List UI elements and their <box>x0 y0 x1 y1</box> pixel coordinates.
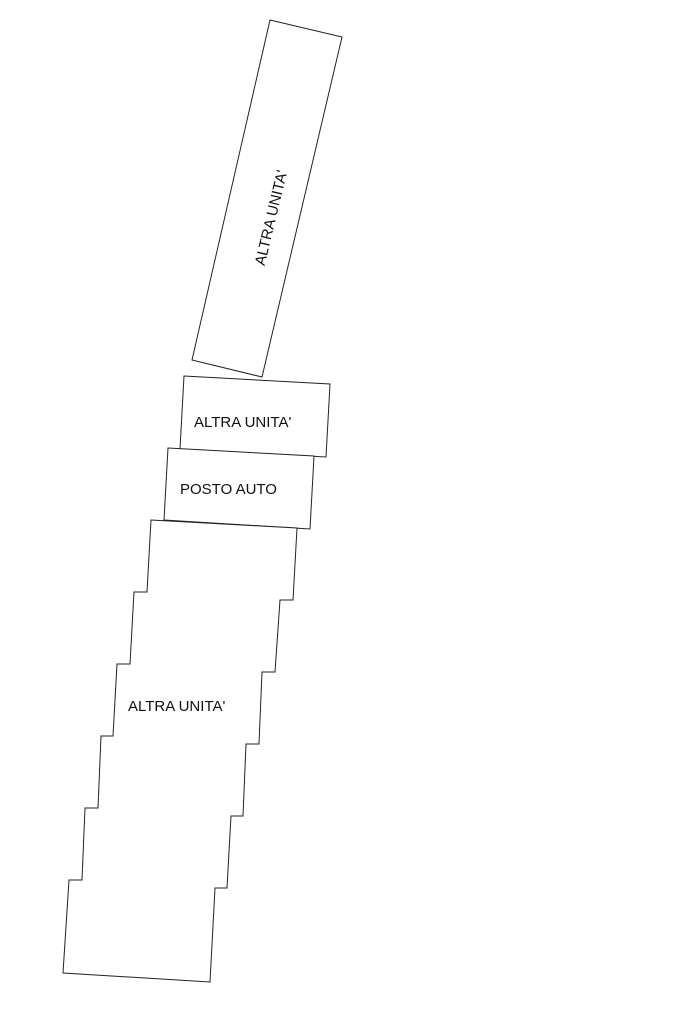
unit-posto-auto-label: POSTO AUTO <box>180 481 277 498</box>
unit-altra-top-outline <box>191 19 343 378</box>
unit-altra-top: ALTRA UNITA' <box>191 19 343 378</box>
unit-altra-middle: ALTRA UNITA' <box>179 375 331 458</box>
unit-posto-auto-outline <box>163 447 315 530</box>
unit-altra-bottom: ALTRA UNITA' <box>62 519 298 983</box>
unit-altra-bottom-label: ALTRA UNITA' <box>128 698 225 715</box>
unit-altra-middle-outline <box>179 375 331 458</box>
unit-altra-middle-label: ALTRA UNITA' <box>194 414 291 431</box>
unit-altra-bottom-outline <box>62 519 298 983</box>
unit-posto-auto: POSTO AUTO <box>163 447 315 530</box>
